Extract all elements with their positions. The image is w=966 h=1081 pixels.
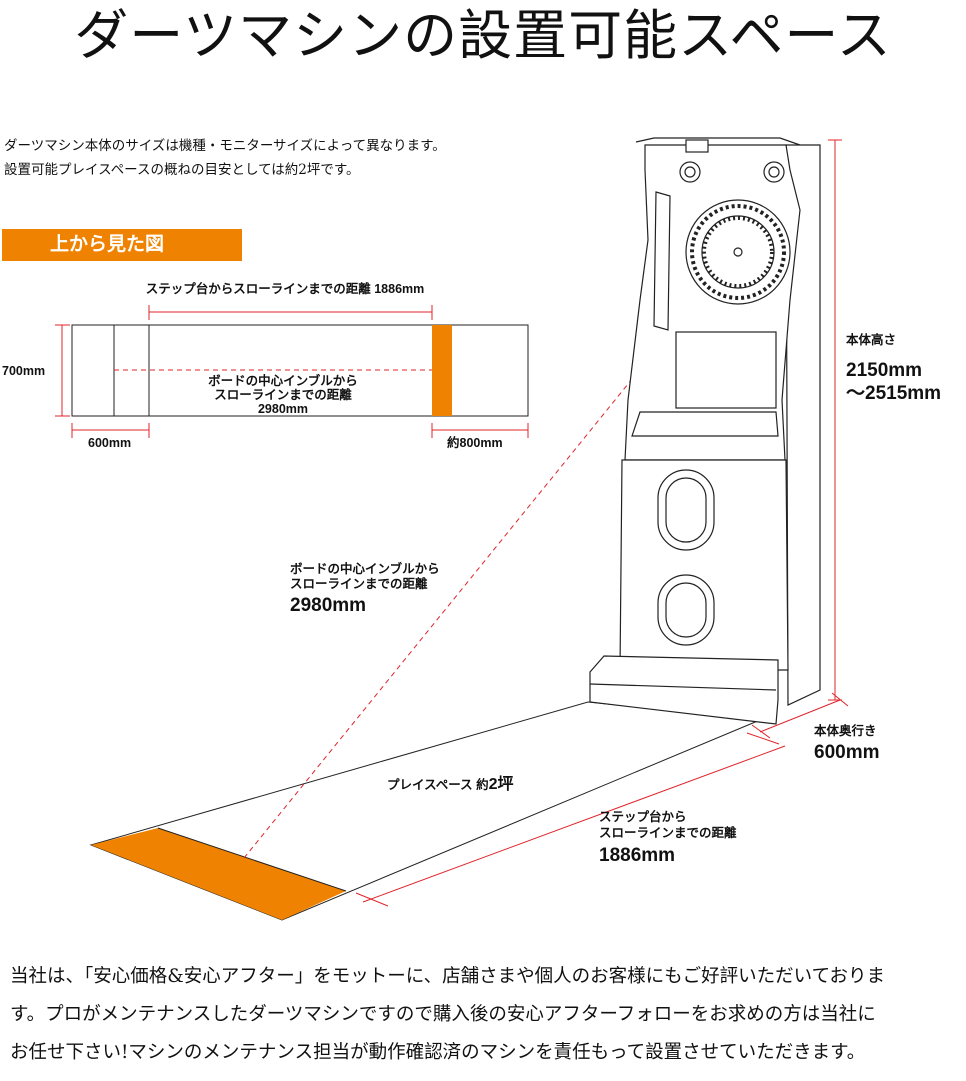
lower-speaker-bottom-icon [657, 574, 715, 646]
intro-text: ダーツマシン本体のサイズは機種・モニターサイズによって異なります。 設置可能プレ… [4, 134, 524, 182]
top-width-label: 700mm [2, 364, 45, 378]
machine-step-edge [589, 683, 777, 691]
machine-control-ledge [631, 411, 779, 437]
top-left-speaker-inner-icon [684, 166, 696, 178]
top-view-throwline-zone [432, 325, 452, 416]
height-dimension-line [828, 139, 842, 701]
page-title: ダーツマシンの設置可能スペース [74, 4, 892, 67]
dartboard-inner-segments-icon [702, 216, 774, 288]
dartboard-bull-icon [733, 247, 743, 257]
lower-speaker-top-icon [657, 469, 715, 551]
board-distance-label-1: ボードの中心インブルから [290, 561, 440, 576]
step-distance-label-2: スローラインまでの距離 [599, 825, 737, 840]
board-distance-value: 2980mm [290, 595, 366, 616]
height-value-1: 2150mm [846, 360, 922, 381]
dart-machine [589, 137, 821, 725]
intro-line-1: ダーツマシン本体のサイズは機種・モニターサイズによって異なります。 [4, 138, 446, 154]
top-view-footprint [71, 324, 529, 417]
dartboard-segments-icon [690, 204, 786, 300]
top-view-badge: 上から見た図 [2, 229, 242, 261]
top-depth-label: 600mm [88, 436, 131, 450]
top-board-label-2: スローラインまでの距離 [214, 387, 352, 402]
height-value-2: 〜2515mm [846, 383, 941, 404]
board-distance-label-2: スローラインまでの距離 [290, 576, 428, 591]
height-label: 本体高さ [846, 332, 896, 347]
play-space-value: 2坪 [489, 775, 514, 793]
footer-line-2: す。プロがメンテナンスしたダーツマシンですので購入後の安心アフターフォローをお求… [10, 1004, 876, 1025]
machine-side-panel [785, 144, 821, 706]
top-step-distance-label: ステップ台からスローラインまでの距離 1886mm [146, 281, 425, 296]
step-distance-value: 1886mm [599, 845, 675, 866]
top-board-label-1: ボードの中心インブルから [208, 373, 358, 388]
machine-top-edge [635, 137, 801, 146]
top-right-speaker-inner-icon [768, 166, 780, 178]
machine-step-platform [589, 655, 779, 725]
play-space-label: プレイスペース 約2坪 [387, 775, 514, 793]
top-board-label-3: 2980mm [258, 402, 308, 416]
top-view-diagram: ステップ台からスローラインまでの距離 1886mm 700mm ボードの中心イン… [2, 281, 529, 450]
depth-value: 600mm [814, 742, 880, 763]
top-width-dimension-line [55, 324, 70, 417]
footer-text: 当社は、「安心価格&安心アフター」をモットーに、店舗さまや個人のお客様にもご好評… [10, 958, 960, 1072]
machine-top-light [685, 139, 709, 153]
top-depth-dimension-line [71, 423, 150, 438]
step-distance-label-1: ステップ台から [599, 809, 687, 824]
depth-label: 本体奥行き [814, 723, 877, 738]
lower-speaker-top-inner-icon [665, 477, 707, 543]
top-800-label: 約800mm [447, 435, 503, 450]
intro-line-2: 設置可能プレイスペースの概ねの目安としては約2坪です。 [4, 162, 360, 178]
play-space-text: プレイスペース 約 [387, 777, 489, 792]
side-step-dimension-line [355, 732, 786, 907]
footer-line-3: お任せ下さい!マシンのメンテナンス担当が動作確認済のマシンを責任もって設置させて… [10, 1042, 866, 1063]
machine-left-strip [653, 191, 671, 331]
footer-line-1: 当社は、「安心価格&安心アフター」をモットーに、店舗さまや個人のお客様にもご好評… [10, 966, 886, 987]
floor-throwline-zone [91, 828, 346, 920]
top-800-dimension-line [431, 423, 529, 438]
floor-throwline [157, 827, 347, 892]
lower-speaker-bottom-inner-icon [665, 582, 707, 638]
monitor-screen [675, 331, 777, 409]
top-step-dimension-line [148, 305, 433, 320]
